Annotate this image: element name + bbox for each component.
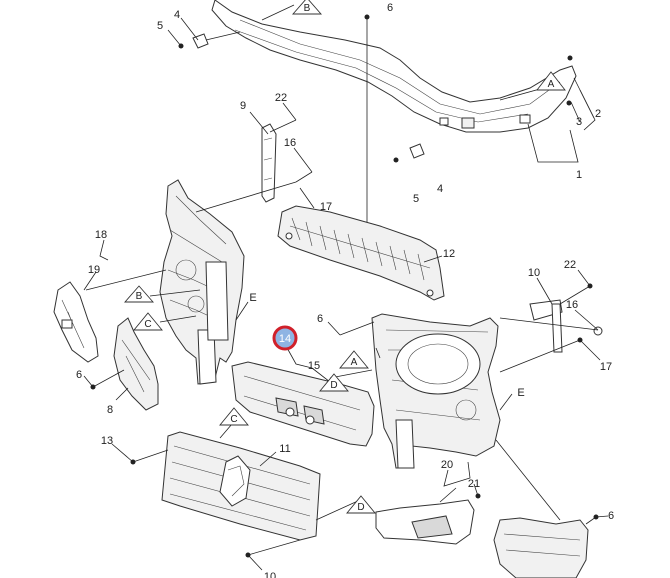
reference-triangle-A-top: A xyxy=(536,71,566,91)
left-support-structure xyxy=(159,179,245,385)
callout-label: 21 xyxy=(468,478,480,490)
callout-label: 5 xyxy=(413,193,419,205)
callout-label: 13 xyxy=(101,435,113,447)
callout-label: 17 xyxy=(600,361,612,373)
lower-cross-member-14 xyxy=(231,361,375,447)
triangle-label: B xyxy=(304,3,311,14)
triangle-label: A xyxy=(351,357,358,368)
left-vertical-bracket-9 xyxy=(261,123,277,203)
callout-label: 6 xyxy=(608,510,614,522)
callout-labels: 4 5 6 2 3 1 9 22 16 4 5 17 18 19 12 10 2… xyxy=(76,2,614,578)
triangle-label: A xyxy=(548,79,555,90)
radiator-grille-11 xyxy=(130,431,321,558)
right-bracket-10 xyxy=(529,283,603,353)
callout-label: 16 xyxy=(284,137,296,149)
triangle-label: C xyxy=(230,414,237,425)
bracket-4-right xyxy=(393,55,573,163)
callout-label: 17 xyxy=(320,201,332,213)
callout-label: 20 xyxy=(441,459,453,471)
callout-label: 12 xyxy=(443,248,455,260)
highlight-ring xyxy=(272,325,298,351)
left-air-deflector-18 xyxy=(53,281,99,363)
reference-triangle-D-lower: D xyxy=(346,495,376,514)
callout-label: 6 xyxy=(387,2,393,14)
callout-label: 6 xyxy=(76,369,82,381)
callout-label: 1 xyxy=(576,169,582,181)
callout-label: 6 xyxy=(317,313,323,325)
left-lower-guide-8 xyxy=(90,317,159,411)
highlighted-callout-14[interactable]: 14 xyxy=(272,325,298,351)
callout-label: 19 xyxy=(88,264,100,276)
reference-triangle-B-top: B xyxy=(292,0,322,15)
reference-triangle-C-lower: C xyxy=(219,407,249,426)
callout-label: 9 xyxy=(240,100,246,112)
callout-label: E xyxy=(249,292,256,304)
callout-label: 18 xyxy=(95,229,107,241)
fog-lamp-cover-20 xyxy=(375,493,481,545)
upper-cross-member xyxy=(211,0,577,133)
reference-triangle-A-center: A xyxy=(339,350,369,369)
triangle-label: C xyxy=(144,319,151,330)
callout-label: 10 xyxy=(528,267,540,279)
highlight-label: 14 xyxy=(279,333,291,345)
triangle-label: D xyxy=(357,502,364,513)
reference-triangle-B-left: B xyxy=(124,285,154,303)
reference-triangle-C-left: C xyxy=(133,312,163,331)
lower-right-deflector xyxy=(493,514,599,578)
callout-label: 11 xyxy=(279,443,290,455)
callout-label: 2 xyxy=(595,108,601,120)
callout-label: 4 xyxy=(174,9,180,21)
callout-label: 5 xyxy=(157,20,163,32)
right-support-structure xyxy=(371,313,501,469)
callout-label: 4 xyxy=(437,183,443,195)
callout-label: 15 xyxy=(308,360,320,372)
triangle-label: B xyxy=(136,291,143,302)
upper-crossbar-12 xyxy=(277,205,445,301)
callout-label: E xyxy=(517,387,524,399)
callout-label: 22 xyxy=(564,259,576,271)
callout-label: 16 xyxy=(566,299,578,311)
bracket-4-top xyxy=(178,33,209,49)
callout-label: 22 xyxy=(275,92,287,104)
triangle-label: D xyxy=(330,380,337,391)
callout-label: 10 xyxy=(264,571,276,578)
callout-label: 3 xyxy=(576,116,582,128)
reference-triangle-D-center: D xyxy=(319,373,349,392)
callout-label: 8 xyxy=(107,404,113,416)
